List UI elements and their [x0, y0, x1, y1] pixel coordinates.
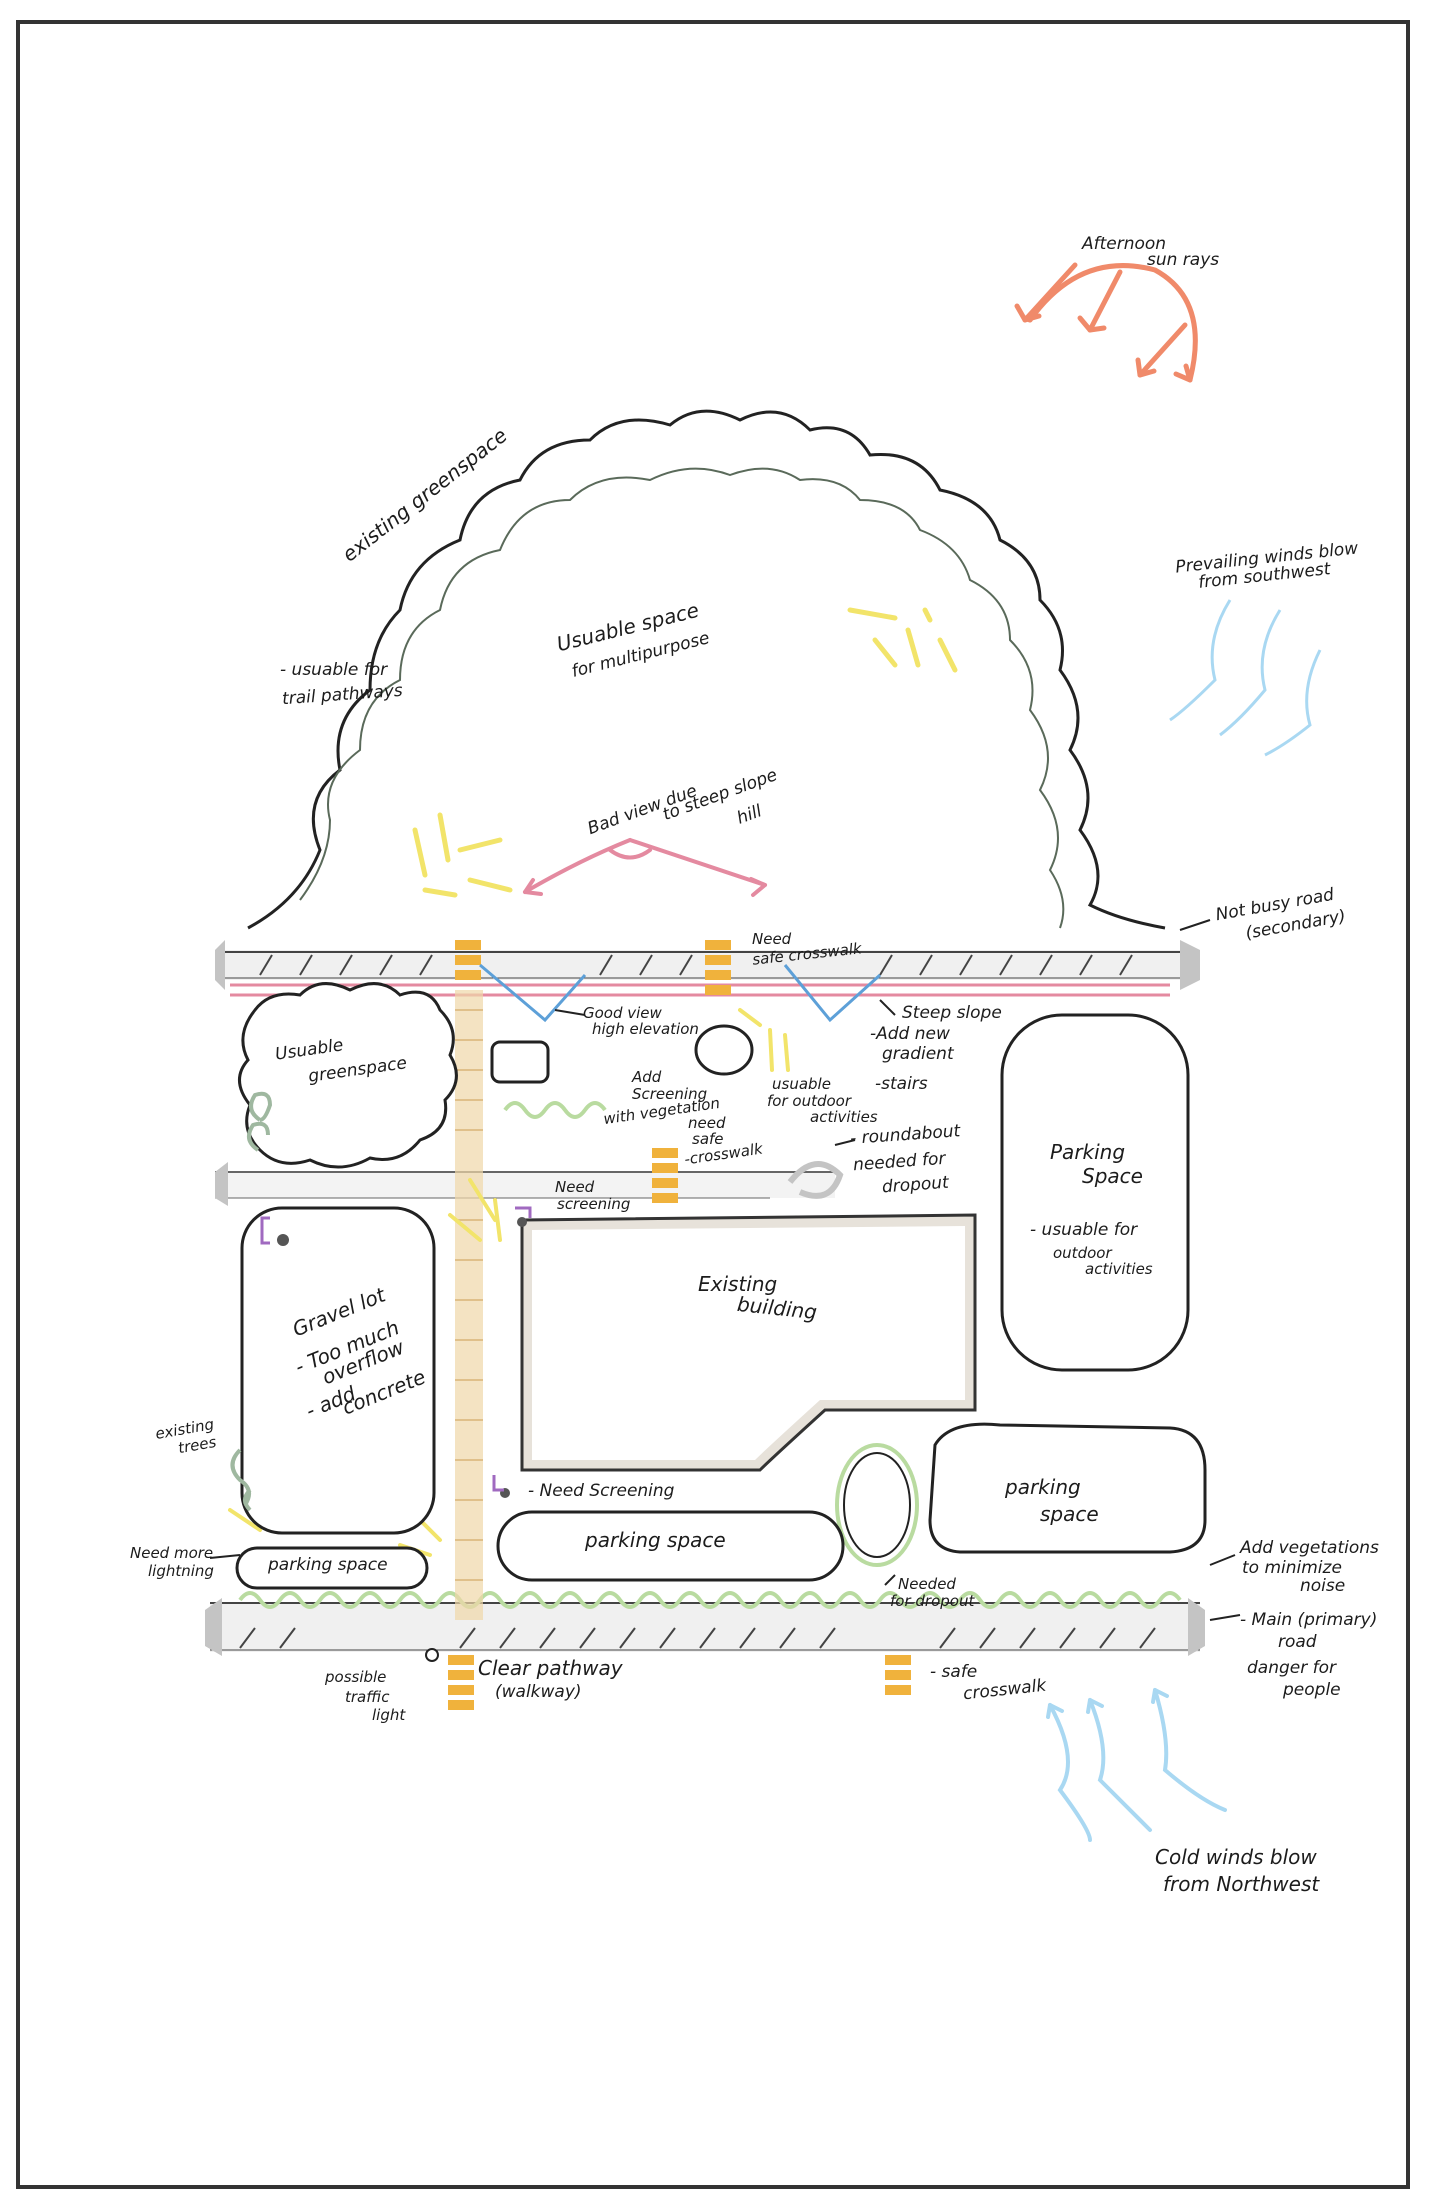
traffic-light-icon	[425, 1648, 439, 1662]
dropout-area	[835, 1443, 919, 1567]
clear-pathway-label: Clear pathway	[478, 1656, 623, 1680]
afternoon-sun-label: Afternoon	[1082, 234, 1167, 254]
parking-right-label: Parking	[1050, 1140, 1126, 1164]
parking-right-label-3: - usuable for	[1030, 1220, 1138, 1240]
need-screening-label: Need	[555, 1178, 595, 1196]
clear-pathway	[455, 990, 483, 1620]
main-road-label: - Main (primary)	[1240, 1610, 1378, 1630]
add-vegetation-label-3: noise	[1300, 1576, 1346, 1596]
good-view-label-2: high elevation	[592, 1020, 699, 1038]
steep-slope-label-2: -Add new	[870, 1024, 950, 1044]
page-border	[16, 20, 1410, 2189]
existing-trees-icon	[230, 1448, 252, 1512]
main-road-label-3: danger for	[1247, 1658, 1337, 1678]
need-screening-lower-label: - Need Screening	[528, 1481, 675, 1501]
afternoon-sun-rays-icon	[1014, 262, 1198, 383]
crosswalk-marks	[448, 940, 911, 1710]
screening-vegetation	[503, 1101, 607, 1119]
traffic-light-label-3: light	[372, 1706, 406, 1724]
gravel-lot	[240, 1206, 436, 1535]
steep-slope-label: Steep slope	[902, 1003, 1002, 1023]
parking-space-lower-right-label-2: space	[1040, 1502, 1099, 1526]
steep-slope-label-3: gradient	[882, 1044, 954, 1064]
cold-winds-label: Cold winds blow	[1155, 1845, 1317, 1869]
afternoon-sun-label-2: sun rays	[1147, 250, 1220, 270]
vegetation-strip	[238, 1591, 1182, 1609]
good-view-triangle-icon	[479, 963, 882, 1023]
small-structure	[490, 1040, 550, 1084]
need-lighting-label-2: lightning	[148, 1562, 214, 1580]
need-screening-label-2: screening	[557, 1195, 631, 1213]
usable-outdoor-label: usuable	[772, 1075, 831, 1093]
traffic-light-label-2: traffic	[345, 1688, 390, 1706]
parking-right-label-2: Space	[1082, 1164, 1143, 1188]
usable-outdoor-label-3: activities	[810, 1108, 878, 1126]
good-view-label: Good view	[583, 1004, 662, 1022]
outdoor-activity-area	[694, 1024, 754, 1076]
cold-winds-icon	[1046, 1688, 1227, 1842]
usable-outdoor-label-2: for outdoor	[767, 1092, 852, 1110]
safe-crosswalk-bottom-label: - safe	[930, 1662, 978, 1682]
parking-space-mid	[496, 1510, 845, 1582]
add-vegetation-label: Add vegetations	[1240, 1538, 1379, 1558]
cold-winds-label-2: from Northwest	[1163, 1872, 1320, 1896]
usable-trail-label: - usuable for	[280, 660, 388, 680]
parking-right-label-5: activities	[1085, 1260, 1153, 1278]
parking-space-right	[1000, 1013, 1190, 1372]
add-screening-label-2: Screening	[632, 1085, 708, 1103]
usable-greenspace-area	[238, 982, 458, 1169]
needed-dropout-label-2: for dropout	[890, 1592, 975, 1610]
main-road-label-2: road	[1278, 1632, 1317, 1652]
need-safe-crosswalk-mid-label: need	[688, 1114, 726, 1132]
needed-dropout-label: Needed	[898, 1575, 956, 1593]
main-road-label-4: people	[1283, 1680, 1341, 1700]
parking-space-small	[235, 1546, 429, 1590]
add-screening-label: Add	[632, 1068, 662, 1086]
need-lighting-label: Need more	[130, 1544, 214, 1562]
existing-greenspace-area	[247, 409, 1166, 930]
internal-road	[215, 1161, 844, 1206]
parking-space-lower-right-label: parking	[1005, 1475, 1081, 1499]
steep-slope-label-4: -stairs	[875, 1074, 928, 1094]
parking-right-label-4: outdoor	[1053, 1244, 1112, 1262]
prevailing-winds-icon	[1169, 599, 1322, 757]
clear-pathway-label-2: (walkway)	[495, 1682, 582, 1702]
add-vegetation-label-2: to minimize	[1242, 1558, 1342, 1578]
sun-marks-icon	[412, 607, 958, 898]
parking-space-mid-label: parking space	[585, 1528, 726, 1552]
need-safe-crosswalk-mid-label-2: safe	[692, 1130, 724, 1148]
parking-space-small-label: parking space	[268, 1555, 388, 1575]
parking-space-lower-right	[928, 1422, 1207, 1554]
greenspace-inner-outline	[299, 467, 1065, 929]
existing-building-label: Existing	[698, 1272, 778, 1296]
need-safe-crosswalk-top-label: Need	[752, 930, 792, 948]
bad-view-arrows-icon	[523, 838, 767, 897]
traffic-light-label: possible	[325, 1668, 387, 1686]
